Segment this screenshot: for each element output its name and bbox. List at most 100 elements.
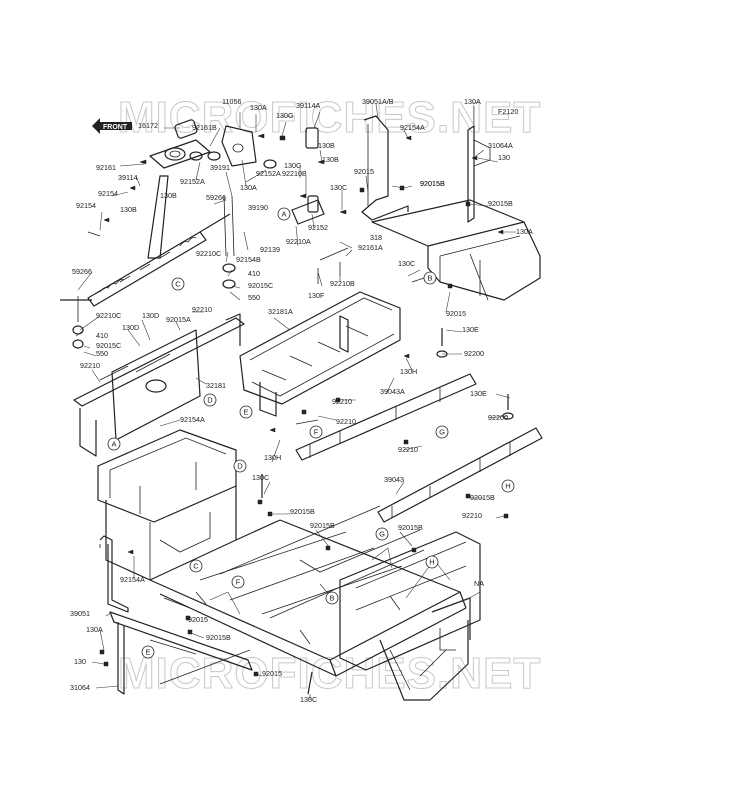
part-label-76: 92015B — [310, 521, 335, 530]
steering-gear-assembly — [60, 119, 349, 349]
part-label-71: 130C — [252, 473, 269, 482]
part-label-11: 39191 — [210, 163, 230, 172]
callout-b-14: B — [325, 591, 339, 605]
part-label-82: 130A — [86, 625, 103, 634]
part-label-64: 92210 — [332, 397, 352, 406]
part-label-65: 130E — [470, 389, 487, 398]
part-label-68: 92210 — [336, 417, 356, 426]
part-label-13: 130G — [284, 161, 302, 170]
part-label-48: 130A — [516, 227, 533, 236]
part-label-59: 32181 — [206, 381, 226, 390]
callout-circle — [309, 425, 323, 439]
part-label-5: 130G — [276, 111, 294, 120]
callout-a-1: A — [277, 207, 291, 221]
callout-b-2: B — [423, 271, 437, 285]
callout-circle — [425, 555, 439, 569]
part-label-9: 39114 — [118, 173, 137, 182]
callout-letter: C — [193, 562, 199, 571]
part-label-30: 318 — [370, 233, 382, 242]
part-label-51: 130D — [122, 323, 139, 332]
part-label-40: 39051A/B — [362, 97, 394, 106]
callout-h-13: H — [425, 555, 439, 569]
part-label-33: 92015C — [248, 281, 273, 290]
part-label-46: 92015B — [420, 179, 445, 188]
part-label-3: 16172 — [138, 121, 158, 130]
part-label-21: 92210B — [282, 169, 307, 178]
callout-letter: A — [111, 440, 116, 449]
part-label-31: 92161A — [358, 243, 383, 252]
part-label-70: 92210 — [398, 445, 418, 454]
part-label-14: 130B — [120, 205, 137, 214]
callout-circle — [277, 207, 291, 221]
part-label-62: 130H — [400, 367, 417, 376]
callout-circle — [375, 527, 389, 541]
part-label-63: 39043A — [380, 387, 405, 396]
part-label-74: 92015B — [290, 507, 315, 516]
part-label-78: 92154A — [120, 575, 145, 584]
part-label-47: 92015B — [488, 199, 513, 208]
part-label-6: 130B — [318, 141, 335, 150]
callout-circle — [501, 479, 515, 493]
callout-a-7: A — [107, 437, 121, 451]
part-label-0: 11056 — [222, 97, 241, 106]
part-label-18: 130A — [240, 183, 257, 192]
part-label-34: 550 — [248, 293, 260, 302]
callout-circle — [239, 405, 253, 419]
callout-letter: D — [237, 462, 243, 471]
callout-circle — [231, 575, 245, 589]
callout-c-10: C — [189, 559, 203, 573]
callout-letter: G — [379, 530, 385, 539]
part-label-24: 92015 — [354, 167, 374, 176]
callout-letter: H — [429, 558, 434, 567]
part-label-25: 92015B — [420, 179, 445, 188]
part-label-4: 92161B — [192, 123, 217, 132]
part-label-28: 92139 — [260, 245, 280, 254]
leader-lines — [75, 103, 516, 700]
callout-d-8: D — [233, 459, 247, 473]
guard-32181a — [239, 291, 410, 433]
callout-e-15: E — [141, 645, 155, 659]
part-label-86: 92015 — [262, 669, 282, 678]
part-label-2: 39114A — [296, 101, 320, 110]
callout-letter: E — [145, 648, 150, 657]
part-label-26: 92152 — [308, 223, 328, 232]
part-label-81: 92015 — [188, 615, 208, 624]
part-label-42: 130A — [464, 97, 481, 106]
front-arrow: FRONT — [92, 118, 132, 134]
rear-top-bracket — [359, 115, 541, 301]
part-label-56: 92015C — [96, 341, 121, 350]
callout-e-4: E — [239, 405, 253, 419]
front-label: FRONT — [103, 124, 128, 131]
part-label-61: 92200 — [464, 349, 484, 358]
callout-circle — [203, 393, 217, 407]
part-label-85: 31064 — [70, 683, 90, 692]
callout-letter: H — [505, 482, 510, 491]
part-label-38: 92210B — [330, 279, 355, 288]
callout-letter: B — [329, 594, 334, 603]
part-label-67: 92154A — [180, 415, 205, 424]
part-label-52: 92015A — [166, 315, 191, 324]
callout-circle — [171, 277, 185, 291]
part-label-16: 92154 — [98, 189, 118, 198]
part-label-54: 32181A — [268, 307, 293, 316]
callout-g-12: G — [375, 527, 389, 541]
part-label-36: 92210C — [96, 311, 121, 320]
main-frame — [73, 313, 481, 701]
part-label-50: 130D — [142, 311, 159, 320]
part-label-77: 92015B — [398, 523, 423, 532]
watermark-top: MICROFICHES.NET — [118, 93, 541, 142]
part-label-66: 92200 — [488, 413, 508, 422]
callout-h-9: H — [501, 479, 515, 493]
part-label-75: 92210 — [462, 511, 482, 520]
callout-f-11: F — [231, 575, 245, 589]
part-label-19: 59266 — [206, 193, 226, 202]
callout-circle — [325, 591, 339, 605]
part-label-10: 92152A — [180, 177, 205, 186]
part-label-39: 130C — [398, 259, 415, 268]
callout-letter: A — [281, 210, 286, 219]
callout-circle — [435, 425, 449, 439]
part-label-1: 130A — [250, 103, 267, 112]
